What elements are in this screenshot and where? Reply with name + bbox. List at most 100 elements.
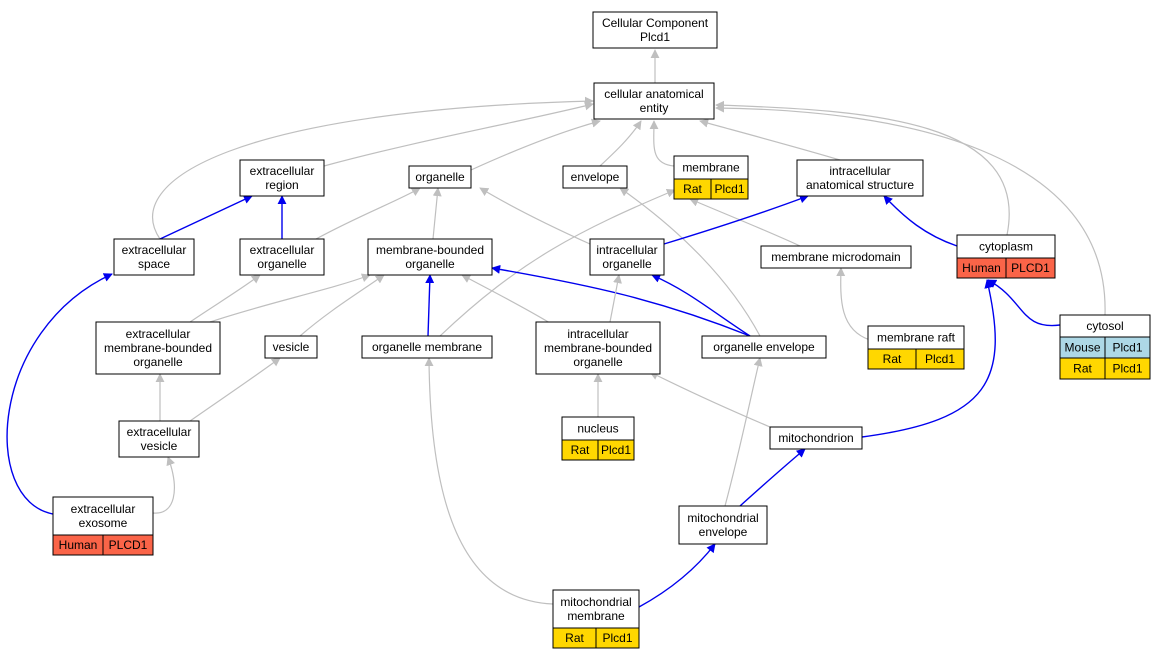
gene-label: Plcd1	[925, 352, 955, 366]
edges-layer	[6, 49, 1106, 608]
species-label: Mouse	[1064, 341, 1100, 355]
edge-ecmbo-to-extracellular-organelle	[189, 274, 261, 323]
node-box	[678, 505, 768, 545]
edge-organelle-envelope-to-envelope	[619, 187, 761, 337]
edge-membrane-microdomain-to-membrane	[689, 198, 801, 247]
edge-organelle-envelope-to-intracellular-organelle	[651, 274, 751, 337]
node-label: organelle envelope	[713, 340, 815, 354]
node-label: membrane raft	[877, 331, 956, 345]
gene-label: Plcd1	[601, 443, 631, 457]
gene-label: Plcd1	[714, 182, 744, 196]
edge-mitochondrion-to-icmbo	[649, 371, 771, 428]
gene-label: Plcd1	[1112, 362, 1142, 376]
edge-intracellular-organelle-to-intracellular-anatomical-structure	[663, 194, 809, 245]
gene-cell	[597, 439, 635, 461]
gene-label: Plcd1	[602, 631, 632, 645]
node-label: cytosol	[1086, 319, 1123, 333]
species-label: Rat	[683, 182, 702, 196]
edge-extracellular-exosome-to-extracellular-vesicle	[152, 456, 175, 514]
node-label: vesicle	[141, 439, 178, 453]
node-box	[118, 420, 200, 458]
edge-organelle-envelope-to-membrane-bounded-organelle	[491, 264, 751, 337]
node-box	[589, 238, 665, 276]
node-label: organelle	[257, 257, 307, 271]
node-box	[760, 245, 912, 269]
node-organelle-envelope[interactable]: organelle envelope	[701, 335, 827, 359]
node-label: organelle membrane	[372, 340, 482, 354]
node-label: membrane-bounded	[544, 341, 652, 355]
edge-mitochondrial-membrane-to-mitochondrial-envelope	[638, 543, 716, 608]
edge-organelle-membrane-to-membrane	[439, 188, 676, 337]
node-label: cytoplasm	[979, 240, 1033, 254]
node-label: organelle	[405, 257, 455, 271]
node-box	[593, 82, 715, 120]
edge-organelle-membrane-to-membrane-bounded-organelle	[425, 274, 435, 337]
edge-membrane-bounded-organelle-to-organelle	[432, 187, 442, 240]
gene-cell	[710, 178, 749, 200]
node-label: exosome	[79, 516, 128, 530]
node-box	[701, 335, 827, 359]
node-envelope[interactable]: envelope	[562, 165, 628, 189]
edge-cytoplasm-to-intracellular-anatomical-structure	[883, 195, 958, 247]
node-organelle[interactable]: organelle	[408, 165, 472, 189]
node-label: envelope	[571, 170, 620, 184]
node-box	[408, 165, 472, 189]
edge-mitochondrial-envelope-to-organelle-envelope	[724, 357, 763, 507]
node-label: space	[138, 257, 170, 271]
node-label: cellular anatomical	[604, 87, 703, 101]
gene-cell	[595, 627, 640, 649]
edge-ecmbo-to-membrane-bounded-organelle	[209, 273, 371, 323]
node-label: intracellular	[567, 327, 628, 341]
node-label: intracellular	[829, 164, 890, 178]
edge-vesicle-to-membrane-bounded-organelle	[299, 274, 385, 337]
edge-organelle-to-cae	[470, 118, 601, 171]
node-label: mitochondrial	[687, 511, 758, 525]
node-box	[367, 238, 493, 276]
node-label: membrane-bounded	[104, 341, 212, 355]
edge-icmbo-to-intracellular-organelle	[609, 274, 622, 323]
species-label: Human	[962, 261, 1001, 275]
gene-cell	[1005, 257, 1056, 279]
node-mitochondrion[interactable]: mitochondrion	[769, 426, 863, 450]
node-membrane-microdomain[interactable]: membrane microdomain	[760, 245, 912, 269]
node-vesicle[interactable]: vesicle	[264, 335, 318, 359]
gene-cell	[102, 534, 154, 556]
node-box	[239, 238, 325, 276]
edge-intracellular-organelle-to-organelle	[479, 187, 591, 245]
node-label: membrane-bounded	[376, 243, 484, 257]
node-label: membrane microdomain	[771, 250, 900, 264]
node-box	[796, 159, 924, 197]
node-box	[769, 426, 863, 450]
edge-mitochondrial-envelope-to-mitochondrion	[739, 448, 806, 507]
node-label: entity	[640, 101, 669, 115]
node-label: nucleus	[577, 422, 618, 436]
node-organelle-membrane[interactable]: organelle membrane	[361, 335, 493, 359]
node-label: region	[265, 178, 298, 192]
node-label: organelle	[573, 355, 623, 369]
node-label: mitochondrial	[560, 595, 631, 609]
node-label: membrane	[567, 609, 625, 623]
node-box	[562, 165, 628, 189]
edge-cytosol-to-cytoplasm	[987, 279, 1061, 327]
